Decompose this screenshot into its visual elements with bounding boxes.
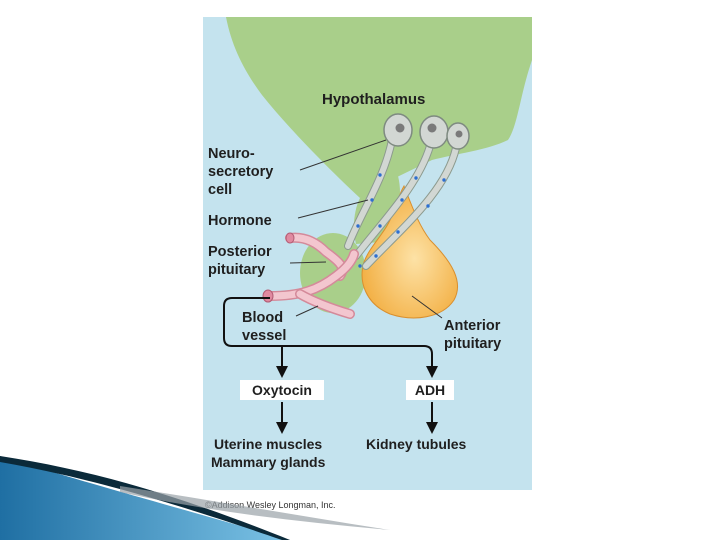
label-mammary: Mammary glands: [211, 454, 326, 470]
oxytocin-box: [240, 380, 324, 400]
label-kidney: Kidney tubules: [366, 436, 467, 452]
label-oxytocin: Oxytocin: [252, 382, 312, 398]
vessel-opening: [262, 289, 274, 303]
label-anterior-line2: pituitary: [444, 336, 501, 352]
label-anterior-line1: Anterior: [444, 318, 501, 334]
circulation-path: [223, 297, 438, 378]
label-blood-line1: Blood: [242, 310, 283, 326]
label-neuro-line2: secretory: [208, 164, 273, 180]
adh-box: [406, 380, 454, 400]
label-adh: ADH: [415, 382, 445, 398]
copyright-credit: ©Addison Wesley Longman, Inc.: [205, 500, 336, 510]
label-neuro-line3: cell: [208, 182, 232, 198]
label-posterior-line2: pituitary: [208, 262, 265, 278]
blood-vessel: [265, 232, 359, 319]
label-hypothalamus: Hypothalamus: [322, 91, 425, 108]
label-neuro-line1: Neuro-: [208, 146, 255, 162]
label-posterior-line1: Posterior: [208, 244, 272, 260]
label-blood-line2: vessel: [242, 328, 286, 344]
label-uterine: Uterine muscles: [214, 436, 322, 452]
label-hormone: Hormone: [208, 213, 272, 229]
leader-lines: [289, 139, 443, 319]
neurosecretory-cells: [344, 113, 470, 270]
decorative-swoosh: [0, 456, 390, 540]
vessel-opening: [285, 232, 295, 244]
